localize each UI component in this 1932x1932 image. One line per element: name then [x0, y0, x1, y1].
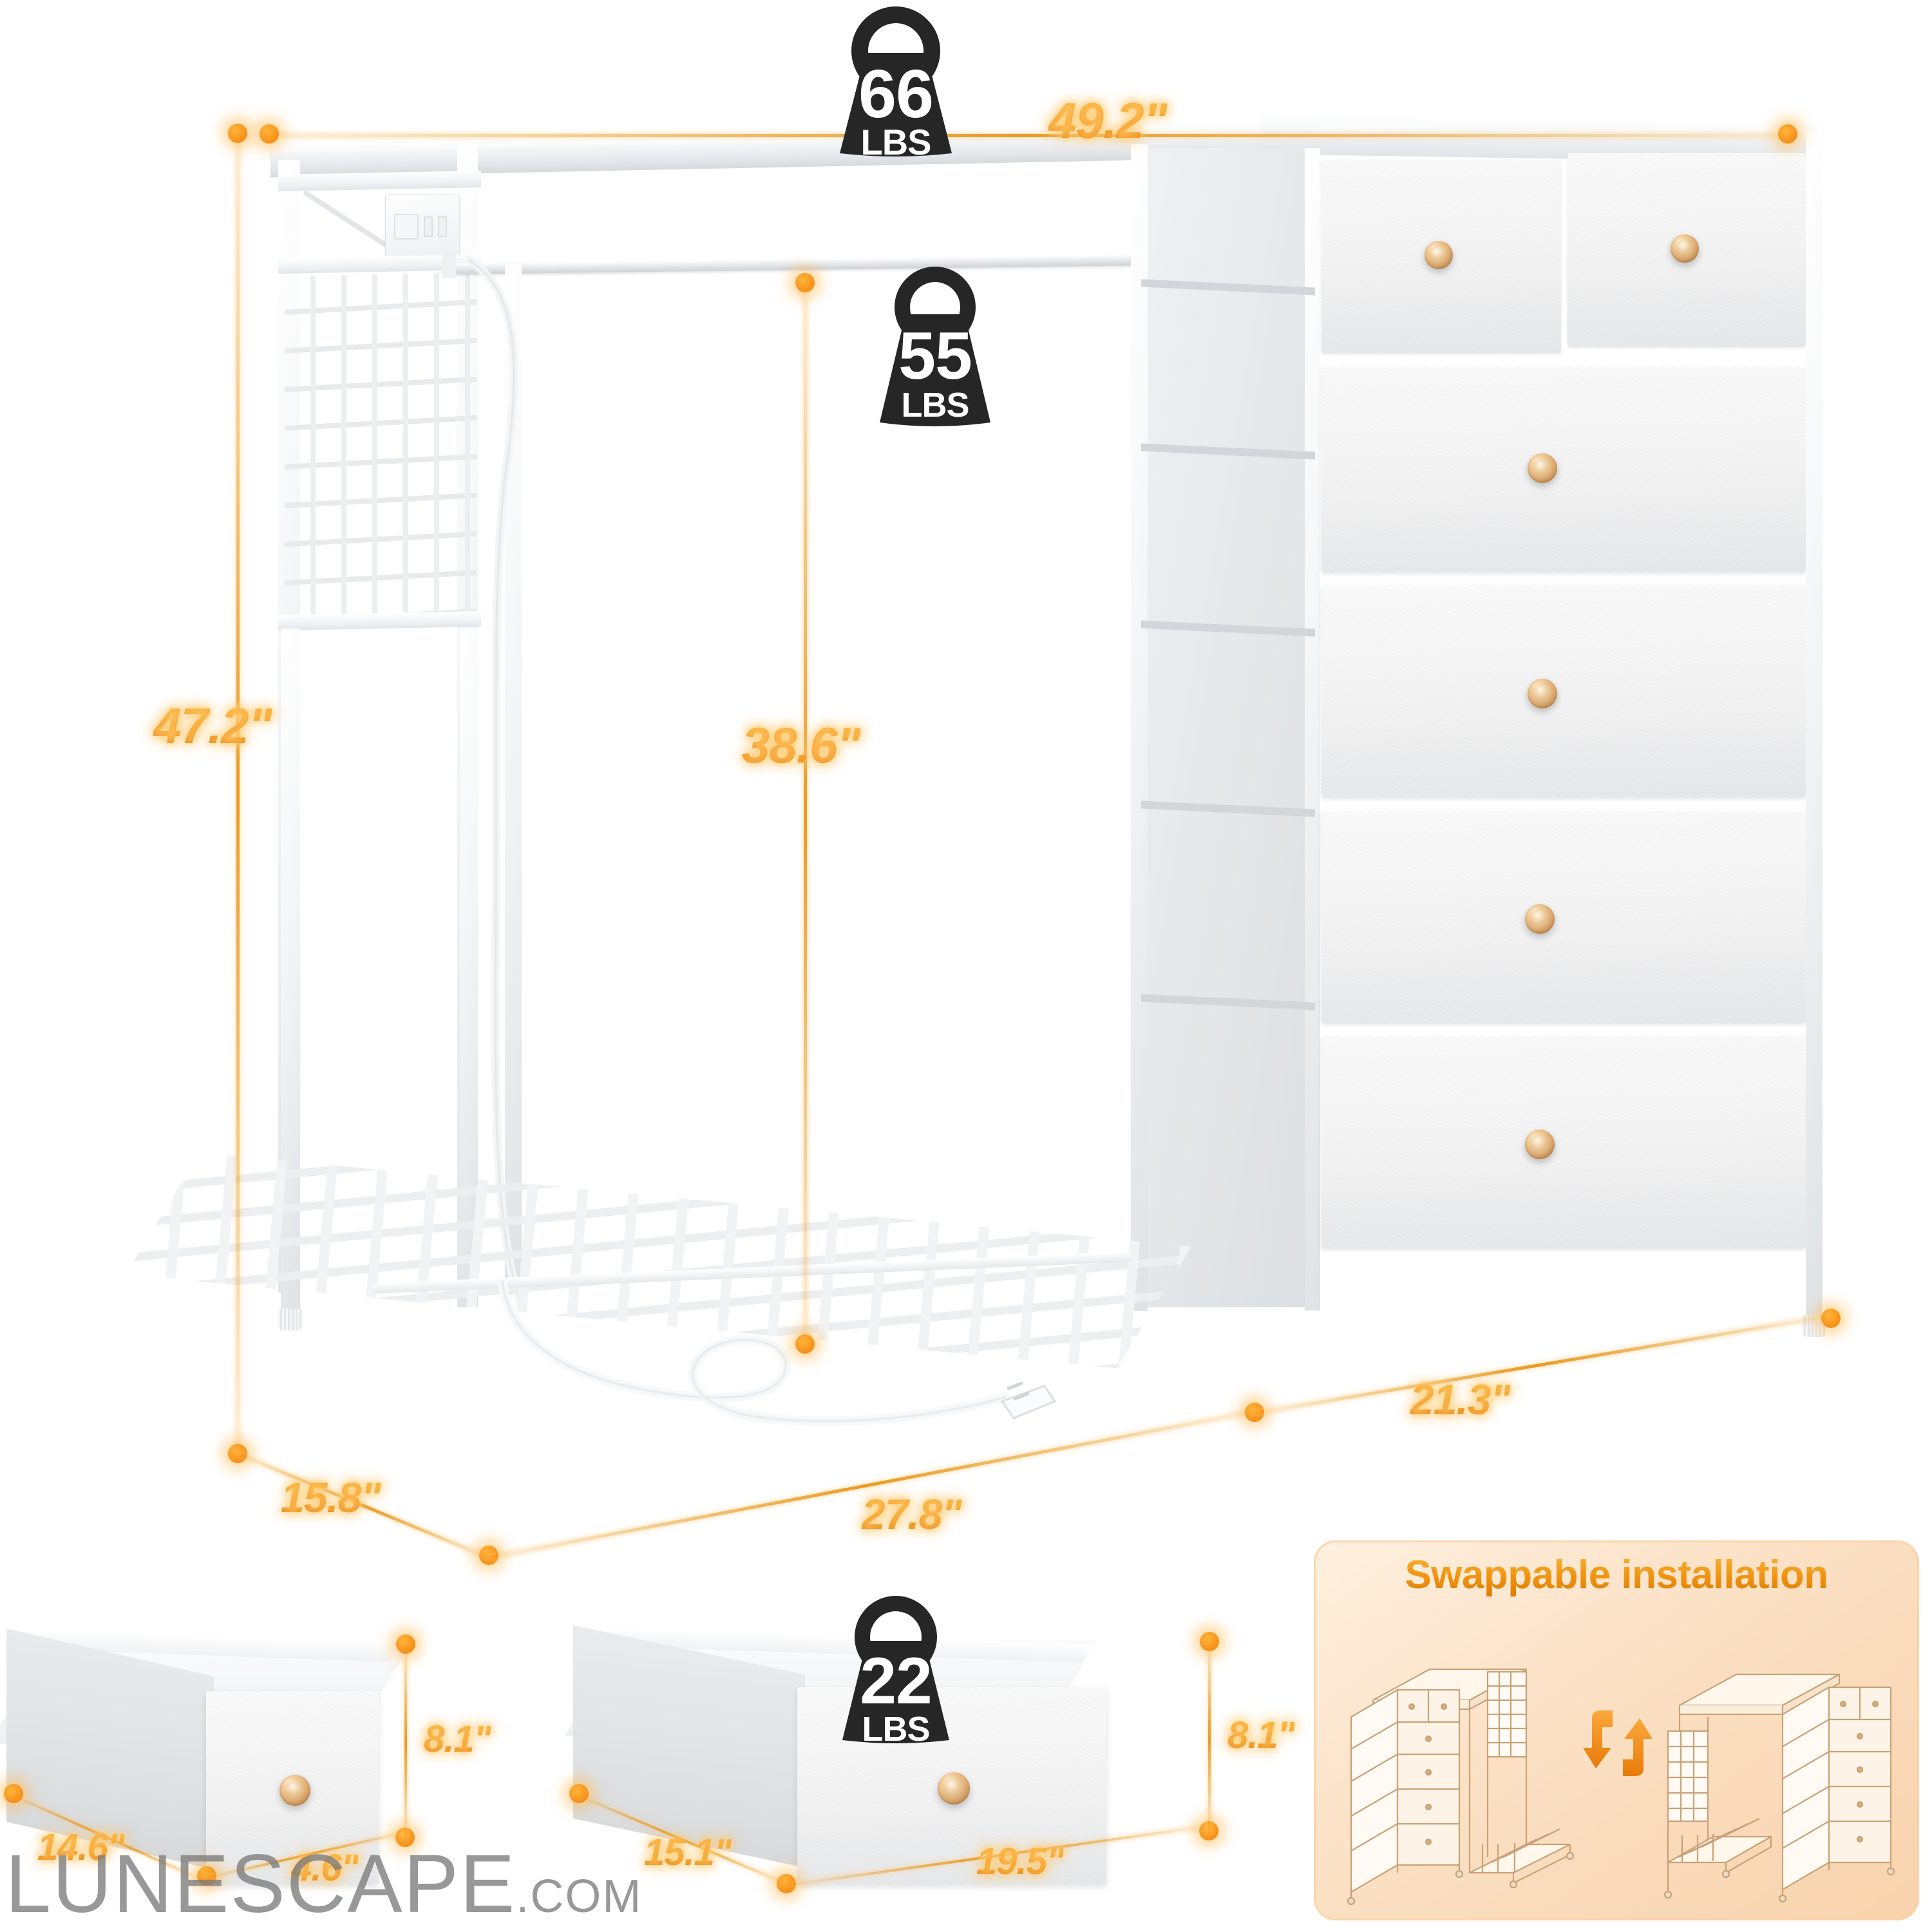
dim-label-dresser-width: 21.3"	[1410, 1376, 1511, 1423]
guide-dot-sm-height-top	[396, 1634, 415, 1654]
small-drawer-illustration	[0, 1628, 457, 1906]
drawer-tower	[1315, 120, 1826, 1337]
dim-label-hanging: 38.6"	[742, 717, 861, 773]
dresser-side-panel	[1141, 148, 1315, 1307]
guide-dot-lg-depth-bot	[777, 1874, 796, 1893]
usb-port-a-icon	[424, 216, 433, 237]
guide-dot-lg-height-top	[1200, 1632, 1219, 1651]
power-cord-upper	[464, 256, 526, 1311]
drawer-front-wide-2[interactable]	[1321, 585, 1806, 797]
guide-dot-width-right	[1778, 124, 1797, 144]
drawer-knob-small-left[interactable]	[1425, 241, 1453, 269]
dresser-back-post	[1305, 148, 1320, 1311]
watermark-tld: .COM	[516, 1871, 643, 1922]
drawer-knob-wide-4[interactable]	[1525, 1130, 1555, 1159]
guide-line-hanging	[804, 282, 807, 1343]
weight-value-drawer: 22	[860, 1644, 932, 1718]
dim-label-sm-depth: 14.6"	[37, 1826, 125, 1868]
guide-dot-height-top	[228, 124, 247, 143]
drawer-knob-wide-1[interactable]	[1528, 453, 1557, 483]
guide-dot-width-left	[260, 124, 279, 144]
dim-label-lg-height: 8.1"	[1227, 1714, 1295, 1756]
small-drawer-knob	[279, 1775, 310, 1806]
weight-unit-top: LBS	[860, 122, 932, 162]
weight-badge-top-panel: 66 LBS	[832, 5, 960, 162]
config-diagram-left	[1347, 1668, 1575, 1905]
frame-rail-top-left	[278, 170, 481, 192]
drawer-front-wide-4[interactable]	[1321, 1036, 1806, 1248]
weight-unit-rod: LBS	[901, 386, 970, 424]
guide-dot-sm-depth-top	[4, 1784, 23, 1803]
weight-value-top: 66	[858, 56, 934, 132]
drawer-knob-wide-2[interactable]	[1528, 679, 1557, 708]
dim-label-depth: 15.8"	[281, 1473, 381, 1521]
usb-port-b-icon	[438, 216, 447, 237]
main-product-illustration	[125, 113, 1842, 1462]
guide-dot-height-bottom	[228, 1444, 247, 1463]
dim-label-height: 47.2"	[153, 697, 272, 754]
guide-line-lg-height	[1208, 1641, 1211, 1834]
dresser-right-post	[1806, 133, 1823, 1318]
guide-line-height	[236, 132, 240, 1452]
weight-body-shape-drawer	[842, 1641, 949, 1743]
swappable-panel-title: Swappable installation	[1314, 1552, 1919, 1598]
rod-bracket-left	[442, 251, 456, 278]
guide-dot-hanging-bottom	[795, 1334, 815, 1354]
dim-label-rack-width: 27.8"	[862, 1490, 962, 1538]
config-diagram-right	[1663, 1673, 1895, 1903]
weight-badge-drawer: 22 LBS	[835, 1596, 957, 1748]
guide-dot-dresser-width-end	[1821, 1309, 1841, 1328]
guide-dot-hanging-top	[795, 273, 815, 292]
plug-head	[1000, 1381, 1057, 1419]
dim-label-lg-width: 19.5"	[976, 1841, 1064, 1882]
dim-label-sm-width: 4.6"	[291, 1847, 359, 1889]
power-cord-plug	[497, 1276, 1057, 1426]
watermark-brand: LUNESCAPE	[5, 1838, 516, 1930]
drawer-knob-wide-3[interactable]	[1525, 904, 1555, 934]
drawer-front-wide-1[interactable]	[1321, 366, 1806, 572]
swappable-installation-panel: Swappable installation	[1314, 1540, 1919, 1920]
outlet-socket-icon	[394, 214, 419, 240]
guide-line-width	[269, 134, 1788, 137]
guide-line-sm-height	[404, 1643, 407, 1841]
weight-unit-drawer: LBS	[862, 1710, 931, 1748]
foot-left-front	[278, 1309, 303, 1331]
dresser-front-post	[1131, 144, 1148, 1311]
large-drawer-knob	[938, 1772, 970, 1804]
dim-label-width: 49.2"	[1048, 92, 1168, 149]
weight-body-shape	[840, 53, 952, 156]
watermark: LUNESCAPE.COM	[5, 1837, 642, 1931]
drawer-front-wide-3[interactable]	[1321, 810, 1806, 1023]
weight-value-rod: 55	[898, 319, 972, 393]
swap-arrows-icon	[1583, 1710, 1653, 1776]
weight-body-shape-rod	[880, 314, 990, 426]
drawer-knob-small-right[interactable]	[1671, 234, 1699, 263]
dim-label-lg-depth: 15.1"	[644, 1832, 732, 1873]
dim-label-sm-height: 8.1"	[424, 1718, 491, 1760]
guide-dot-lg-depth-top	[569, 1784, 589, 1803]
weight-badge-hanging-rod: 55 LBS	[873, 267, 997, 428]
